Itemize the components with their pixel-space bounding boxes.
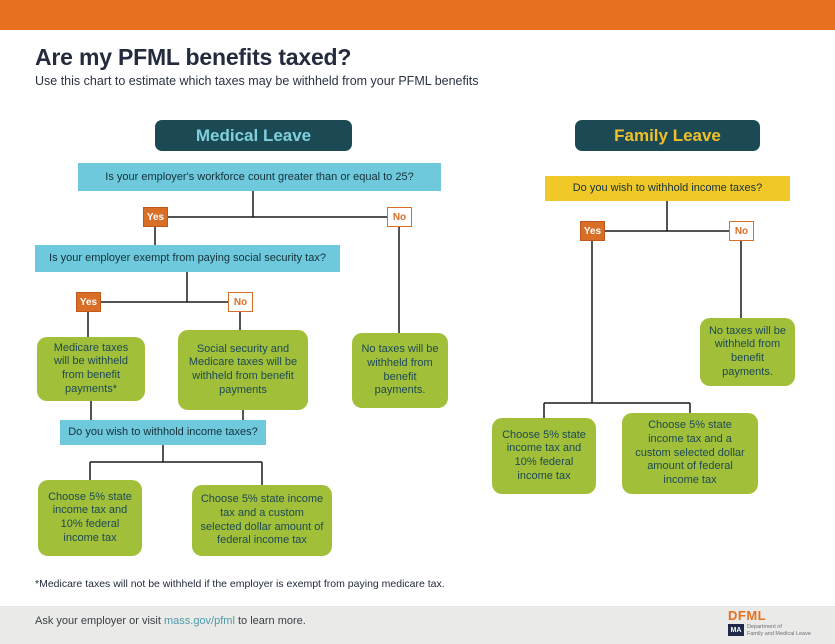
mass-gov-pfml-link[interactable]: mass.gov/pfml [163,615,235,627]
medical-exempt-no-tag: No [228,292,253,312]
footer-bar [0,606,835,644]
medical-outcome-no-taxes: No taxes will be withheld from benefit p… [352,333,448,408]
medical-leave-header: Medical Leave [155,120,352,151]
family-income-yes-tag: Yes [580,221,605,241]
medical-outcome-medicare-withheld: Medicare taxes will be withheld from ben… [37,337,145,401]
page-title: Are my PFML benefits taxed? [35,44,352,70]
footer-message: Ask your employer or visit mass.gov/pfml… [35,615,306,627]
page-subtitle: Use this chart to estimate which taxes m… [35,74,479,88]
dfml-logo-caption: Department of Family and Medical Leave [747,624,811,638]
family-leave-header: Family Leave [575,120,760,151]
medical-outcome-custom-amount: Choose 5% state income tax and a custom … [192,485,332,556]
medicare-footnote: *Medicare taxes will not be withheld if … [35,578,445,590]
family-outcome-state-federal: Choose 5% state income tax and 10% feder… [492,418,596,494]
medical-workforce-no-tag: No [387,207,412,227]
medical-question-workforce: Is your employer's workforce count great… [78,163,441,191]
top-accent-bar [0,0,835,30]
medical-outcome-ss-medicare-withheld: Social security and Medicare taxes will … [178,330,308,410]
family-question-withhold-income: Do you wish to withhold income taxes? [545,176,790,201]
medical-question-ss-exempt: Is your employer exempt from paying soci… [35,245,340,272]
dfml-logo: DFML MA Department of Family and Medical… [728,609,811,638]
family-income-no-tag: No [729,221,754,241]
medical-workforce-yes-tag: Yes [143,207,168,227]
dfml-logo-text: DFML [728,608,767,623]
footer-message-prefix: Ask your employer or visit [35,615,164,627]
footer-message-suffix: to learn more. [234,615,306,627]
family-outcome-custom-amount: Choose 5% state income tax and a custom … [622,413,758,494]
medical-question-withhold-income: Do you wish to withhold income taxes? [60,420,266,445]
family-outcome-no-taxes: No taxes will be withheld from benefit p… [700,318,795,386]
medical-outcome-state-federal: Choose 5% state income tax and 10% feder… [38,480,142,556]
medical-exempt-yes-tag: Yes [76,292,101,312]
ma-logo-mark: MA [728,624,744,636]
